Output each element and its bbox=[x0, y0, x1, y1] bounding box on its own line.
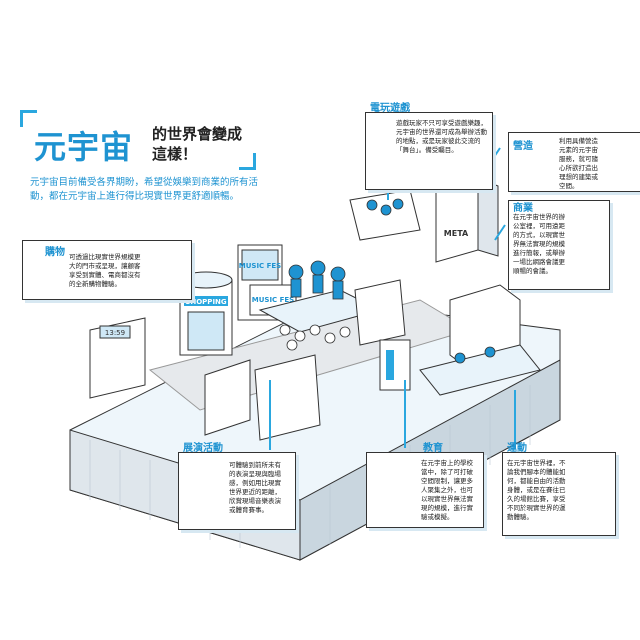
page-title: 元宇宙 bbox=[34, 128, 134, 166]
performers bbox=[288, 260, 346, 300]
meta-sign: META bbox=[444, 229, 469, 238]
callout-events-text: 可體驗到前所未有的表演呈現與臨場感，例如用比現實世界更近的距離，欣賞現場音樂表演… bbox=[229, 461, 281, 514]
callout-business-heading: 商業 bbox=[513, 203, 533, 214]
callout-avatar-heading: 營造 bbox=[513, 141, 533, 152]
music-fes-sign-2: MUSIC FES bbox=[252, 296, 294, 304]
callout-events-heading: 展演活動 bbox=[183, 443, 223, 454]
clock-display: 13:59 bbox=[105, 329, 125, 337]
shopping-building: SHOPPING bbox=[179, 271, 233, 356]
crowd bbox=[279, 324, 351, 351]
callout-sports: 運動 在元宇宙世界裡，不論我們腳本的體能如何，都能自由的活動身體，或是在賽往已久… bbox=[502, 443, 616, 536]
subtitle-line-1: 的世界會變成 bbox=[152, 125, 243, 143]
left-buildings: 13:59 bbox=[89, 317, 321, 441]
shopping-sign: SHOPPING bbox=[185, 298, 227, 306]
callout-events: 展演活動 可體驗到前所未有的表演呈現與臨場感，例如用比現實世界更近的距離，欣賞現… bbox=[178, 443, 296, 530]
callout-education-heading: 教育 bbox=[423, 443, 443, 454]
meta-tower: META bbox=[435, 177, 499, 263]
callout-avatar: 營造 利用具備營造元素的元宇宙服務，就可隨心所欲打造出理想的建築或空間。 bbox=[508, 132, 640, 192]
title-block: 元宇宙 的世界會變成 這樣！ bbox=[20, 110, 256, 170]
callout-gaming: 電玩遊戲 遊戲玩家不只可享受遊戲樂趣，元宇宙的世界還可成為舉辦活動的地點，或是玩… bbox=[365, 103, 493, 190]
callout-sports-text: 在元宇宙世界裡，不論我們腳本的體能如何，都能自由的活動身體，或是在賽往已久的場館… bbox=[507, 459, 566, 521]
page-subtitle: 的世界會變成 這樣！ bbox=[152, 124, 272, 164]
title-corner-bottom-right bbox=[239, 153, 256, 170]
callout-shopping: 購物 可透過比現實世界規模更大的門市或呈現，讓顧客享受到實體、電商都沒有的全新購… bbox=[22, 240, 192, 300]
callout-shopping-heading: 購物 bbox=[45, 247, 65, 258]
callout-sports-heading: 運動 bbox=[507, 443, 527, 454]
callout-business: 商業 在元宇宙世界的辦公室裡，可用遠距的方式，以現實世界無法實現的規模進行簡報，… bbox=[508, 200, 610, 290]
office-buildings bbox=[354, 279, 521, 391]
callout-gaming-text: 遊戲玩家不只可享受遊戲樂趣，元宇宙的世界還可成為舉辦活動的地點，或是玩家彼此交流… bbox=[396, 119, 487, 154]
callout-gaming-heading: 電玩遊戲 bbox=[370, 103, 410, 114]
gamers bbox=[366, 198, 404, 216]
callout-education-text: 在元宇宙上的學校當中，除了可打破空間限制，讓更多人聚集之外，也可以現實世界無法實… bbox=[421, 459, 473, 521]
callout-business-text: 在元宇宙世界的辦公室裡，可用遠距的方式，以現實世界無法實現的規模進行簡報，或舉辦… bbox=[513, 213, 565, 275]
callout-avatar-text: 利用具備營造元素的元宇宙服務，就可隨心所欲打造出理想的建築或空間。 bbox=[559, 137, 598, 190]
music-fes-sign-1: MUSIC FES bbox=[239, 262, 281, 270]
subtitle-line-2: 這樣！ bbox=[152, 145, 198, 163]
callout-shopping-text: 可透過比現實世界規模更大的門市或呈現，讓顧客享受到實體、電商都沒有的全新購物體驗… bbox=[69, 253, 141, 288]
title-corner-top-left bbox=[20, 110, 37, 127]
intro-text: 元宇宙目前備受各界期盼，希望從娛樂到商業的所有活動，都在元宇宙上進行得比現實世界… bbox=[30, 177, 259, 202]
callout-education: 教育 在元宇宙上的學校當中，除了可打破空間限制，讓更多人聚集之外，也可以現實世界… bbox=[366, 443, 484, 528]
athletes bbox=[454, 346, 496, 364]
